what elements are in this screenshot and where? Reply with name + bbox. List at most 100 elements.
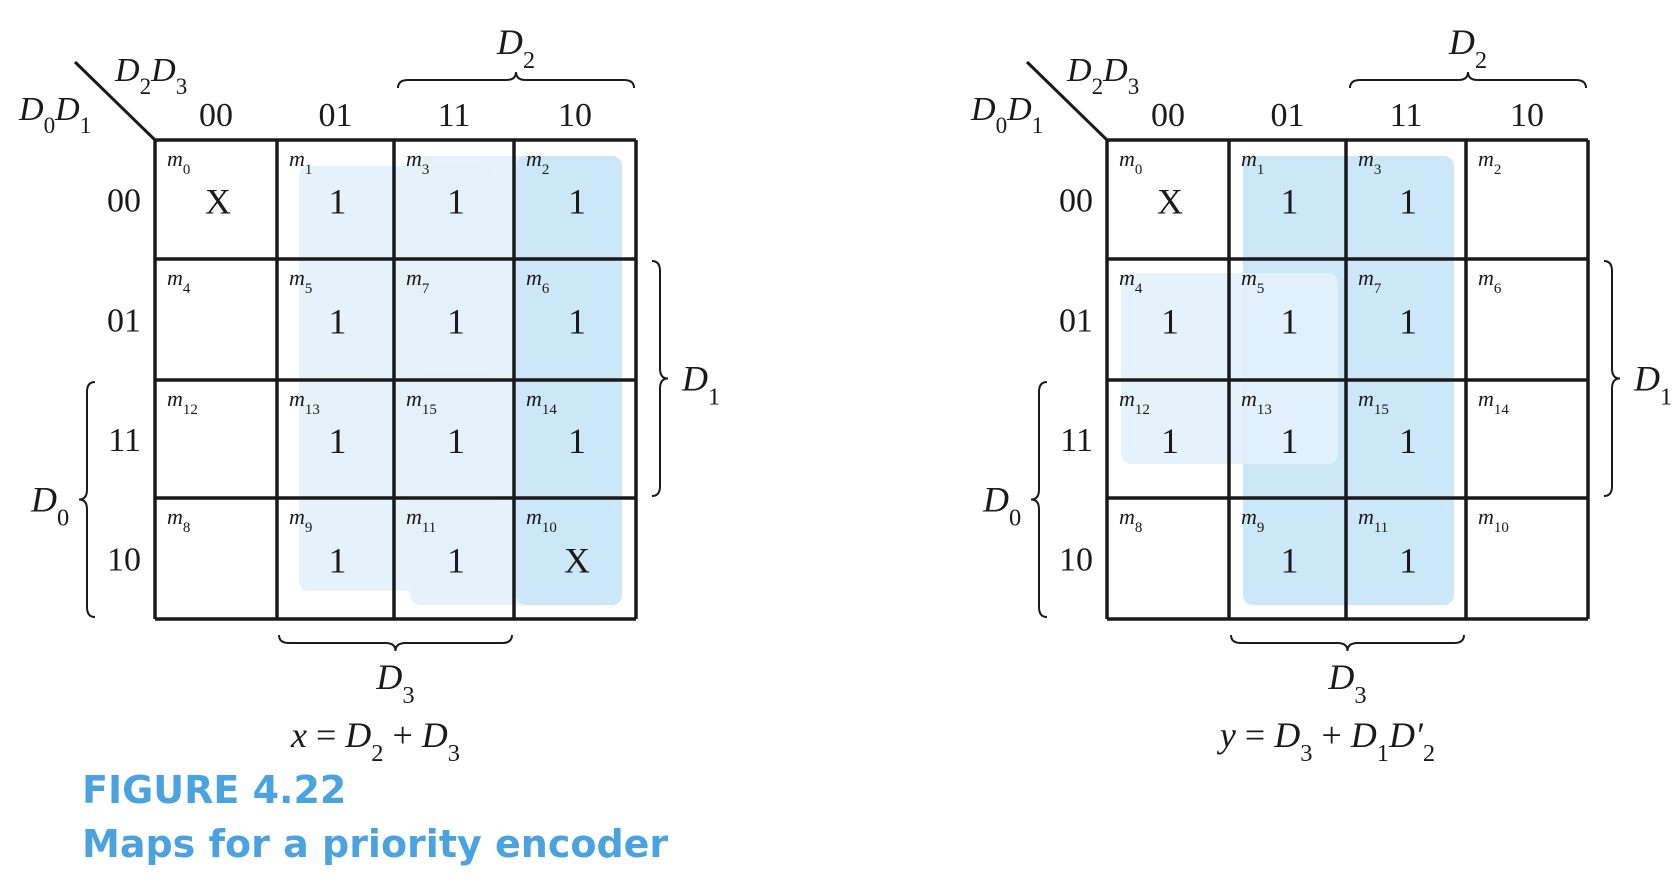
column-code: 00 bbox=[1151, 97, 1185, 134]
row-code: 11 bbox=[108, 422, 141, 459]
cell-value: 1 bbox=[1399, 182, 1417, 222]
cell-value: 1 bbox=[447, 541, 465, 581]
column-code: 10 bbox=[1510, 97, 1544, 134]
row-variables-label: D0D1 bbox=[18, 91, 91, 139]
brace-d3 bbox=[1230, 634, 1465, 652]
minterm-label: m10 bbox=[526, 504, 557, 536]
minterm-label: m13 bbox=[289, 386, 320, 418]
minterm-label: m2 bbox=[526, 146, 549, 178]
brace-d1 bbox=[651, 260, 669, 497]
label-d2: D2 bbox=[1448, 22, 1487, 74]
brace-d2 bbox=[1349, 71, 1587, 89]
figure-title: Maps for a priority encoder bbox=[82, 822, 669, 866]
label-d3: D3 bbox=[375, 657, 414, 709]
cell-value: 1 bbox=[1281, 541, 1299, 581]
minterm-label: m12 bbox=[167, 386, 198, 418]
header-diagonal bbox=[1025, 60, 1109, 142]
label-d3: D3 bbox=[1327, 657, 1366, 709]
minterm-label: m6 bbox=[526, 265, 550, 297]
minterm-label: m8 bbox=[1119, 504, 1142, 536]
minterm-label: m9 bbox=[289, 504, 312, 536]
brace-d3 bbox=[278, 634, 513, 652]
minterm-label: m8 bbox=[167, 504, 190, 536]
minterm-label: m9 bbox=[1241, 504, 1264, 536]
minterm-label: m15 bbox=[1358, 386, 1389, 418]
equation-y: y = D3 + D1D′2 bbox=[1217, 715, 1435, 767]
minterm-label: m6 bbox=[1478, 265, 1502, 297]
cell-value: 1 bbox=[329, 541, 347, 581]
minterm-label: m12 bbox=[1119, 386, 1150, 418]
label-d0: D0 bbox=[982, 480, 1021, 532]
minterm-label: m3 bbox=[406, 146, 429, 178]
cell-value: 1 bbox=[1281, 421, 1299, 461]
cell-value: 1 bbox=[329, 302, 347, 342]
column-code: 10 bbox=[558, 97, 592, 134]
brace-d0 bbox=[1030, 381, 1048, 618]
cell-value: 1 bbox=[568, 421, 586, 461]
row-code: 01 bbox=[107, 303, 141, 340]
column-code: 00 bbox=[199, 97, 233, 134]
minterm-label: m7 bbox=[1358, 265, 1382, 297]
row-code: 01 bbox=[1059, 303, 1093, 340]
cell-value: 1 bbox=[1161, 302, 1179, 342]
cell-value: 1 bbox=[568, 182, 586, 222]
label-d1: D1 bbox=[1633, 359, 1672, 411]
dont-care-value: X bbox=[205, 182, 231, 222]
minterm-label: m4 bbox=[167, 265, 191, 297]
cell-value: 1 bbox=[329, 182, 347, 222]
cell-value: 1 bbox=[1281, 182, 1299, 222]
cell-value: 1 bbox=[447, 421, 465, 461]
minterm-label: m5 bbox=[1241, 265, 1264, 297]
minterm-label: m7 bbox=[406, 265, 430, 297]
column-code: 01 bbox=[319, 97, 353, 134]
row-code: 11 bbox=[1060, 422, 1093, 459]
minterm-label: m13 bbox=[1241, 386, 1272, 418]
column-variables-label: D2D3 bbox=[114, 52, 187, 100]
minterm-label: m5 bbox=[289, 265, 312, 297]
brace-d0 bbox=[78, 381, 96, 618]
row-code: 10 bbox=[107, 542, 141, 579]
minterm-label: m4 bbox=[1119, 265, 1143, 297]
cell-value: 1 bbox=[1399, 541, 1417, 581]
header-diagonal bbox=[73, 60, 157, 142]
label-d0: D0 bbox=[30, 480, 69, 532]
column-variables-label: D2D3 bbox=[1066, 52, 1139, 100]
label-d2: D2 bbox=[496, 22, 535, 74]
cell-value: 1 bbox=[568, 302, 586, 342]
minterm-label: m3 bbox=[1358, 146, 1381, 178]
minterm-label: m0 bbox=[167, 146, 190, 178]
minterm-label: m11 bbox=[406, 504, 436, 536]
minterm-label: m11 bbox=[1358, 504, 1388, 536]
minterm-label: m1 bbox=[1241, 146, 1264, 178]
cell-value: 1 bbox=[447, 302, 465, 342]
column-code: 11 bbox=[1390, 97, 1423, 134]
dont-care-value: X bbox=[564, 541, 590, 581]
dont-care-value: X bbox=[1157, 182, 1183, 222]
brace-d1 bbox=[1603, 260, 1621, 497]
minterm-label: m14 bbox=[526, 386, 557, 418]
cell-value: 1 bbox=[1399, 421, 1417, 461]
figure-number: FIGURE 4.22 bbox=[82, 768, 347, 812]
equation-x: x = D2 + D3 bbox=[290, 715, 460, 767]
row-code: 00 bbox=[1059, 183, 1093, 220]
minterm-label: m14 bbox=[1478, 386, 1509, 418]
minterm-label: m10 bbox=[1478, 504, 1509, 536]
cell-value: 1 bbox=[1161, 421, 1179, 461]
column-code: 01 bbox=[1271, 97, 1305, 134]
minterm-label: m1 bbox=[289, 146, 312, 178]
minterm-label: m2 bbox=[1478, 146, 1501, 178]
label-d1: D1 bbox=[681, 359, 720, 411]
minterm-label: m15 bbox=[406, 386, 437, 418]
minterm-label: m0 bbox=[1119, 146, 1142, 178]
cell-value: 1 bbox=[1281, 302, 1299, 342]
cell-value: 1 bbox=[1399, 302, 1417, 342]
row-variables-label: D0D1 bbox=[970, 91, 1043, 139]
row-code: 00 bbox=[107, 183, 141, 220]
row-code: 10 bbox=[1059, 542, 1093, 579]
cell-value: 1 bbox=[447, 182, 465, 222]
column-code: 11 bbox=[438, 97, 471, 134]
cell-value: 1 bbox=[329, 421, 347, 461]
